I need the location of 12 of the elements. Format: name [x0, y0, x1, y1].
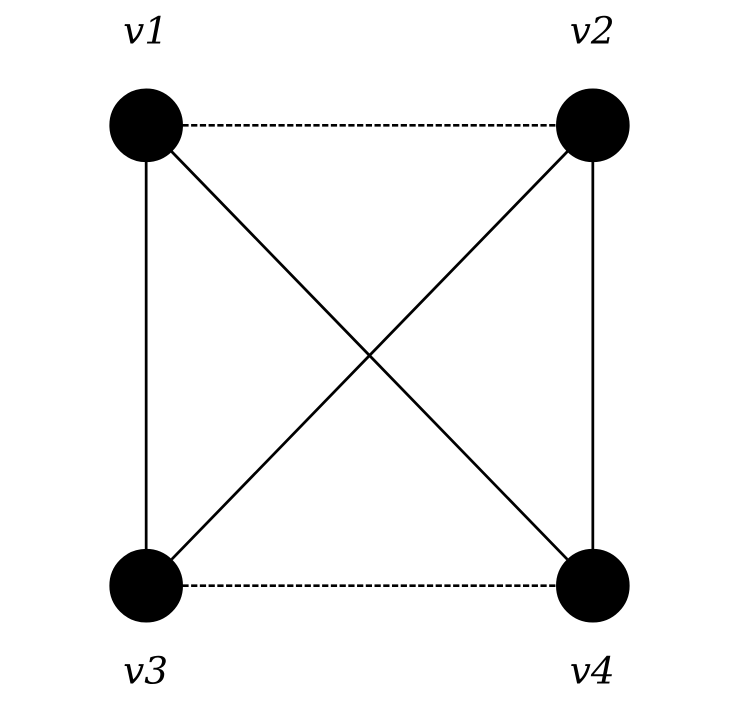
connector — [182, 124, 556, 127]
connector — [182, 584, 556, 588]
connector — [590, 162, 594, 550]
node-label: v4 — [569, 648, 614, 693]
connector — [144, 162, 148, 550]
node-circle — [556, 88, 630, 162]
node-circle — [108, 548, 182, 622]
node-label: v3 — [122, 648, 168, 693]
node-circle — [108, 88, 182, 162]
node-label: v2 — [569, 8, 614, 53]
node-label: v1 — [122, 8, 168, 53]
node-circle — [556, 548, 630, 622]
